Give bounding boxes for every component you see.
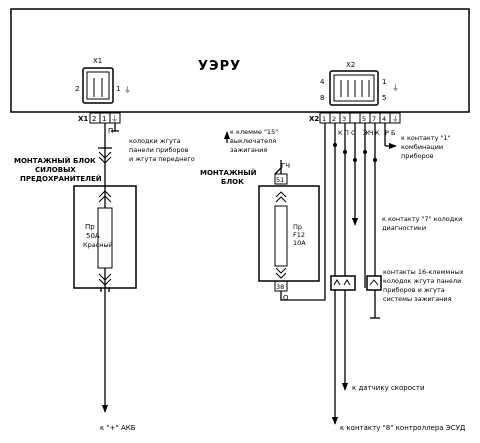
- gch-label: ГЧ: [281, 162, 290, 170]
- fuse-block-mid-line2: БЛОК: [221, 178, 244, 186]
- x1-bottom-pin1: 1: [102, 115, 106, 123]
- fuse-f12-body: [258, 185, 320, 282]
- x1-bottom-label: X1: [78, 115, 88, 123]
- fuse-f12-wire: О: [283, 294, 289, 302]
- ignition-note-line3: зажигания: [230, 146, 267, 154]
- fuse-block-mid-line1: МОНТАЖНЫЙ: [200, 168, 257, 177]
- x1-connector: [82, 67, 114, 104]
- x2-bottom-pin-3: 3: [342, 115, 346, 123]
- ecu8-note: к контакту "8" контроллера ЭСУД: [340, 424, 466, 432]
- x2-wire-ch: Ч: [369, 129, 373, 137]
- fuse-50a-rating: 50А: [86, 232, 100, 240]
- x2-top-ground-icon: ⏚: [392, 84, 399, 92]
- x1-top-ground-icon: ⏚: [124, 86, 131, 94]
- harness-contacts-block: [330, 275, 382, 291]
- x2-wire-s: С: [351, 129, 356, 137]
- x2-bottom-pin-1: 1: [322, 115, 326, 123]
- x2-pin-5: 5: [382, 94, 386, 102]
- fuse-f12-name: Пр: [293, 223, 302, 231]
- contacts16-line3: приборов и жгута: [383, 286, 445, 294]
- fuse-50a-color: Красный: [83, 241, 113, 249]
- diag-note-line1: к контакту "7" колодки: [382, 215, 462, 223]
- diag-note-line2: диагностики: [382, 224, 426, 232]
- x1-wire-color: П: [108, 127, 113, 135]
- fuse-block-left-line3: ПРЕДОХРАНИТЕЛЕЙ: [20, 174, 102, 183]
- fuse-f12-pin-bottom: 38: [276, 283, 284, 291]
- x2-wire-dots: [333, 143, 377, 162]
- x2-bottom-pin-5: 5: [362, 115, 366, 123]
- combi-note-line3: приборов: [401, 152, 434, 160]
- x2-bottom-label: X2: [309, 115, 319, 123]
- harness-note-line3: и жгута переднего: [129, 155, 195, 163]
- x1-connector-label: X1: [93, 57, 102, 65]
- x2-connector-label: X2: [346, 61, 355, 69]
- fuse-block-left-line2: СИЛОВЫХ: [35, 166, 76, 174]
- ecu-title: УЭРУ: [198, 59, 241, 74]
- fuse-block-left-line1: МОНТАЖНЫЙ БЛОК: [14, 156, 96, 165]
- contacts16-line1: контакты 16-клеммных: [383, 268, 464, 276]
- speed-sensor-note: к датчику скорости: [352, 384, 425, 392]
- x1-bottom-pin2: 2: [92, 115, 96, 123]
- harness-note-line1: колодки жгута: [129, 137, 181, 145]
- x1-bottom-ground-icon: ⏚: [111, 115, 118, 123]
- fuse-f12-rating: 10А: [293, 239, 306, 247]
- x2-bottom-pin-7: 7: [372, 115, 376, 123]
- fuse-50a-name: Пр: [85, 223, 95, 231]
- x2-pin-1: 1: [382, 78, 386, 86]
- x1-top-pin1: 1: [116, 85, 120, 93]
- x2-wire-b: Б: [391, 129, 395, 137]
- x1-top-pin2: 2: [75, 85, 79, 93]
- x2-pin-4: 4: [320, 78, 325, 86]
- ignition-note-line1: к клемме "15": [230, 128, 278, 136]
- harness-note-line2: панели приборов: [129, 146, 189, 154]
- contacts16-line2: колодок жгута панели: [383, 277, 461, 285]
- combi-note-line1: к контакту "1": [401, 134, 451, 142]
- x2-wire-p: П: [344, 129, 349, 137]
- x2-bottom-pin-4: 4: [382, 115, 386, 123]
- x2-wire-zh: Ж: [363, 129, 370, 137]
- x2-connector: [329, 70, 379, 106]
- x2-pin-8: 8: [320, 94, 324, 102]
- fuse-f12-pin-top: 51: [276, 176, 284, 184]
- x2-bottom-pin-2: 2: [332, 115, 336, 123]
- fuse-f12-id: F12: [293, 231, 305, 239]
- x2-wire-k1: К: [338, 129, 343, 137]
- battery-note: к "+" АКБ: [100, 424, 136, 432]
- combi-note-line2: комбинации: [401, 143, 443, 151]
- contacts16-line4: системы зажигания: [383, 295, 452, 303]
- x2-wire-k2: К: [375, 129, 380, 137]
- x2-wire-r: Р: [385, 129, 389, 137]
- ignition-note-line2: выключателя: [230, 137, 276, 145]
- x2-bottom-ground-icon: ⏚: [392, 115, 399, 123]
